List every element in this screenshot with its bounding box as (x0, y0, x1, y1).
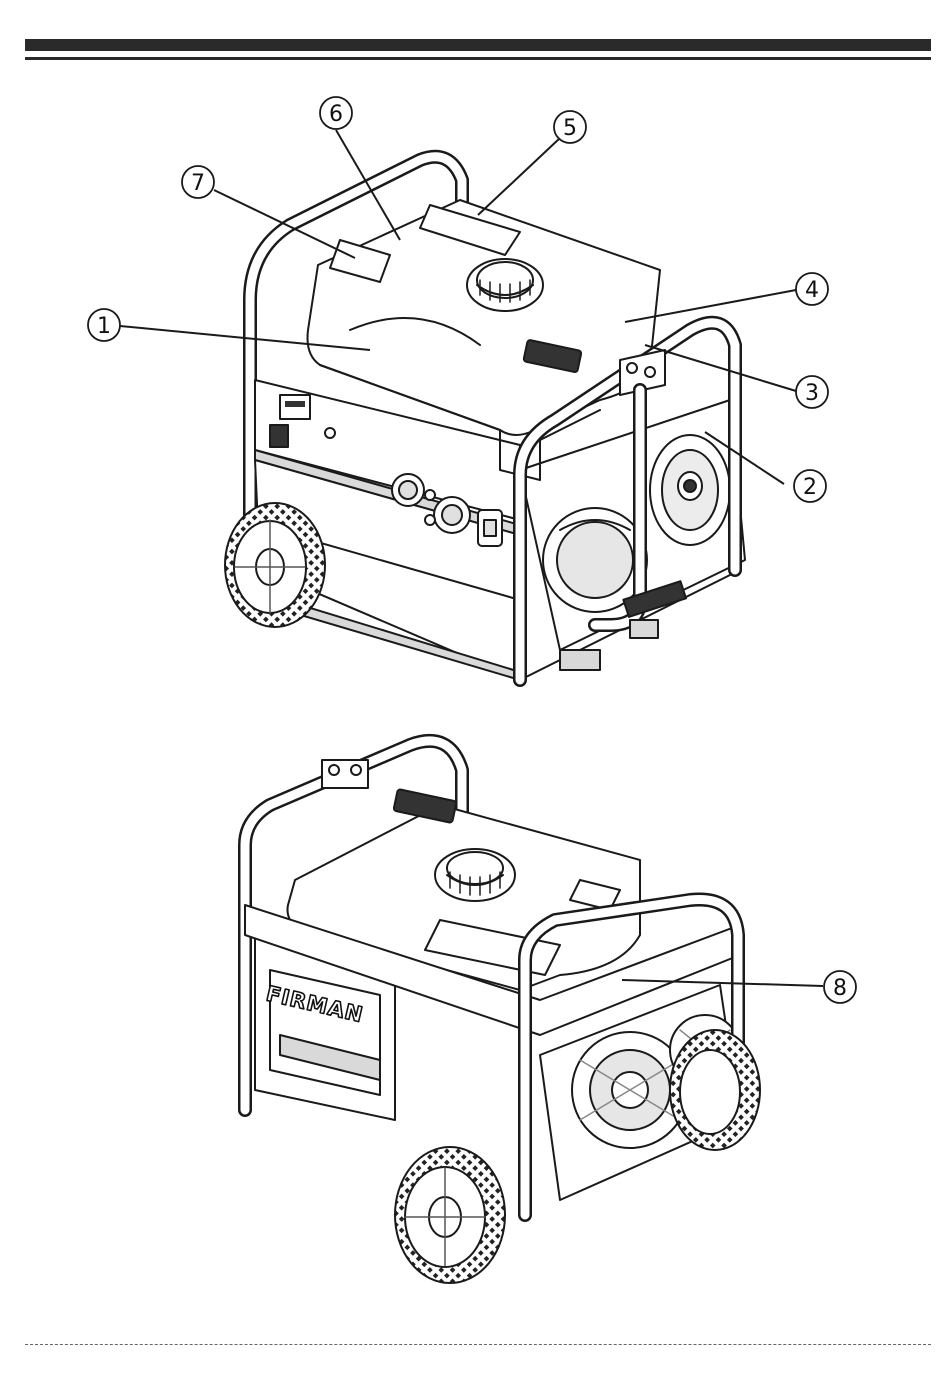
callout-2: 2 (794, 470, 826, 502)
generator-front-view (225, 157, 745, 680)
footer-dashed-rule (25, 1344, 931, 1345)
svg-text:2: 2 (803, 475, 817, 500)
svg-text:1: 1 (97, 314, 111, 339)
svg-text:8: 8 (833, 976, 847, 1001)
generator-rear-view: FIRMAN (245, 741, 760, 1283)
callout-6: 6 (320, 97, 352, 129)
svg-text:6: 6 (329, 102, 343, 127)
svg-text:3: 3 (805, 381, 819, 406)
callout-3: 3 (796, 376, 828, 408)
fuel-gauge-2 (393, 789, 456, 823)
svg-text:7: 7 (191, 171, 205, 196)
callout-4: 4 (796, 273, 828, 305)
callout-7: 7 (182, 166, 214, 198)
engine-switch (270, 425, 288, 447)
svg-text:5: 5 (563, 116, 577, 141)
callout-5: 5 (554, 111, 586, 143)
callout-8: 8 (824, 971, 856, 1003)
svg-text:4: 4 (805, 278, 819, 303)
callout-1: 1 (88, 309, 120, 341)
